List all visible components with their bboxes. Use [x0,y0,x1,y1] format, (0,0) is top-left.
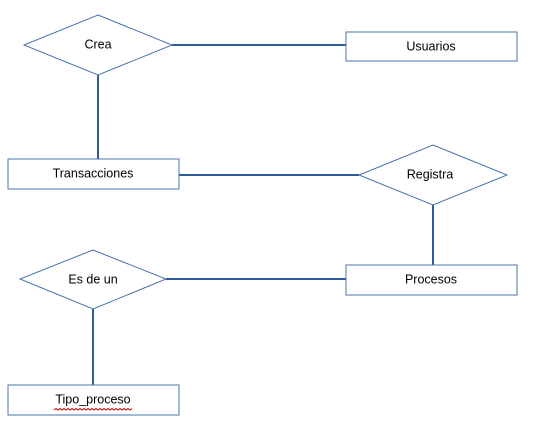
entity-transacciones-box [7,158,180,190]
relationship-es-de-un[interactable]: Es de un [18,249,168,310]
entity-tipo-proceso[interactable]: Tipo_proceso [7,384,180,416]
entity-tipo-proceso-label: Tipo_proceso [55,392,130,406]
relationship-crea[interactable]: Crea [22,14,174,76]
relationship-registra-diamond [357,144,509,206]
entity-transacciones-label: Transacciones [53,166,134,180]
relationship-es-de-un-diamond [18,249,168,310]
entity-transacciones[interactable]: Transacciones [7,158,180,190]
relationship-registra-label: Registra [407,167,454,181]
relationship-es-de-un-label: Es de un [68,272,117,286]
entity-procesos-label: Procesos [405,272,457,286]
relationship-crea-label: Crea [84,37,111,51]
relationship-registra[interactable]: Registra [357,144,509,206]
entity-usuarios[interactable]: Usuarios [345,31,518,62]
entity-procesos-box [345,264,518,296]
relationship-crea-diamond [22,14,174,76]
spellcheck-underline [53,407,133,411]
entity-usuarios-box [345,31,518,62]
entity-procesos[interactable]: Procesos [345,264,518,296]
entity-usuarios-label: Usuarios [406,39,455,53]
